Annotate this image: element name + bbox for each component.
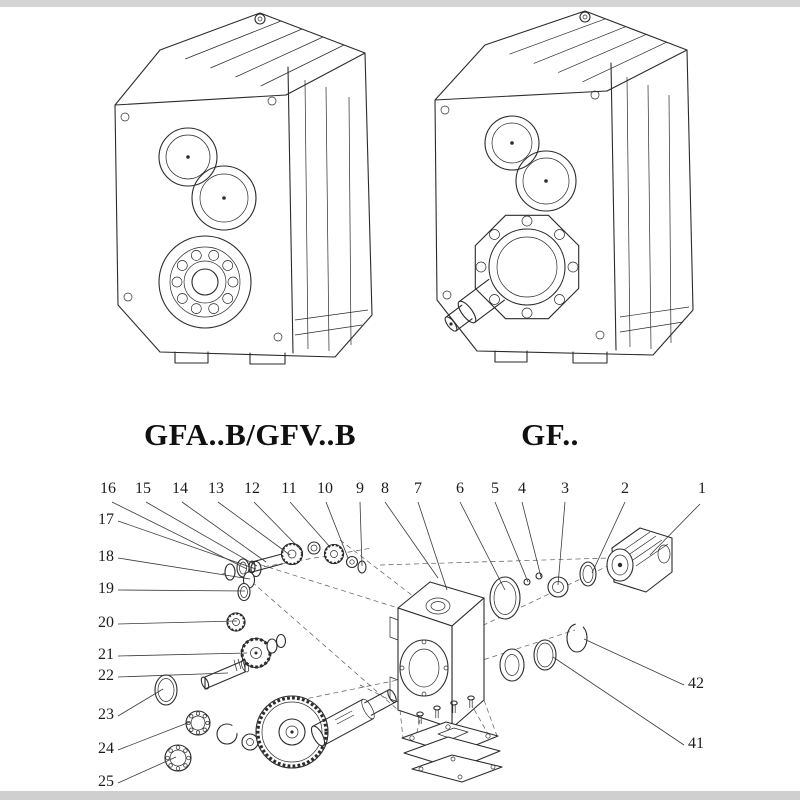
output-bearing	[158, 235, 252, 329]
exploded-parts-drawing	[111, 501, 701, 784]
part-number-4: 4	[518, 480, 526, 497]
part-number-42: 42	[688, 675, 704, 692]
part-number-9: 9	[356, 480, 364, 497]
lifting-boss	[579, 11, 591, 23]
side-ribs	[619, 76, 690, 350]
retaining-rings-group	[499, 623, 588, 682]
housing-body	[114, 12, 373, 358]
part-number-8: 8	[381, 480, 389, 497]
part-number-2: 2	[621, 480, 629, 497]
housing-body	[434, 10, 694, 356]
part-number-24: 24	[98, 740, 114, 757]
part-number-3: 3	[561, 480, 569, 497]
output-shaft	[444, 278, 505, 332]
part-number-18: 18	[98, 548, 114, 565]
gear-housing-group	[389, 581, 485, 729]
cover-screws	[416, 695, 475, 724]
cooling-fins	[185, 20, 345, 87]
part-number-1: 1	[698, 480, 706, 497]
part-number-14: 14	[172, 480, 188, 497]
part-number-11: 11	[281, 480, 297, 497]
part-number-23: 23	[98, 706, 114, 723]
mounting-feet	[174, 351, 286, 365]
mounting-feet	[494, 350, 608, 364]
part-number-12: 12	[244, 480, 260, 497]
part-number-5: 5	[491, 480, 499, 497]
part-number-21: 21	[98, 646, 114, 663]
exploded-view-section: 16 15 14 13 12 11 10 9 8 7 6 5 4 3 2 1 1…	[0, 470, 800, 800]
cooling-fins	[509, 18, 667, 83]
input-bores	[484, 115, 577, 212]
model-label-right: GF..	[521, 417, 579, 452]
lifting-boss	[254, 13, 266, 25]
page-edge-shadow-bottom	[0, 791, 800, 800]
corner-bolts	[440, 90, 605, 340]
cover-plate-parts-group	[401, 695, 503, 783]
part-number-16: 16	[100, 480, 116, 497]
part-number-41: 41	[688, 735, 704, 752]
part-number-19: 19	[98, 580, 114, 597]
page-edge-shadow-top	[0, 0, 800, 7]
corner-bolts	[120, 96, 283, 342]
gearbox-drawing-gfab-gfvb	[114, 12, 373, 365]
model-label-left: GFA..B/GFV..B	[143, 417, 357, 452]
side-ribs	[294, 79, 369, 352]
gearbox-drawing-gf	[434, 10, 694, 364]
leader-lines	[111, 501, 701, 784]
part-number-25: 25	[98, 773, 114, 790]
part-number-15: 15	[135, 480, 151, 497]
motor-adapter-group	[489, 527, 673, 620]
output-shaft-parts-group	[164, 689, 397, 772]
part-number-6: 6	[456, 480, 464, 497]
part-number-17: 17	[98, 511, 114, 528]
part-number-20: 20	[98, 614, 114, 631]
intermediate-gear-parts-group	[154, 612, 287, 706]
part-number-10: 10	[317, 480, 333, 497]
part-number-13: 13	[208, 480, 224, 497]
part-number-22: 22	[98, 667, 114, 684]
part-number-7: 7	[414, 480, 422, 497]
output-flange	[474, 214, 580, 320]
input-bores	[158, 127, 257, 231]
